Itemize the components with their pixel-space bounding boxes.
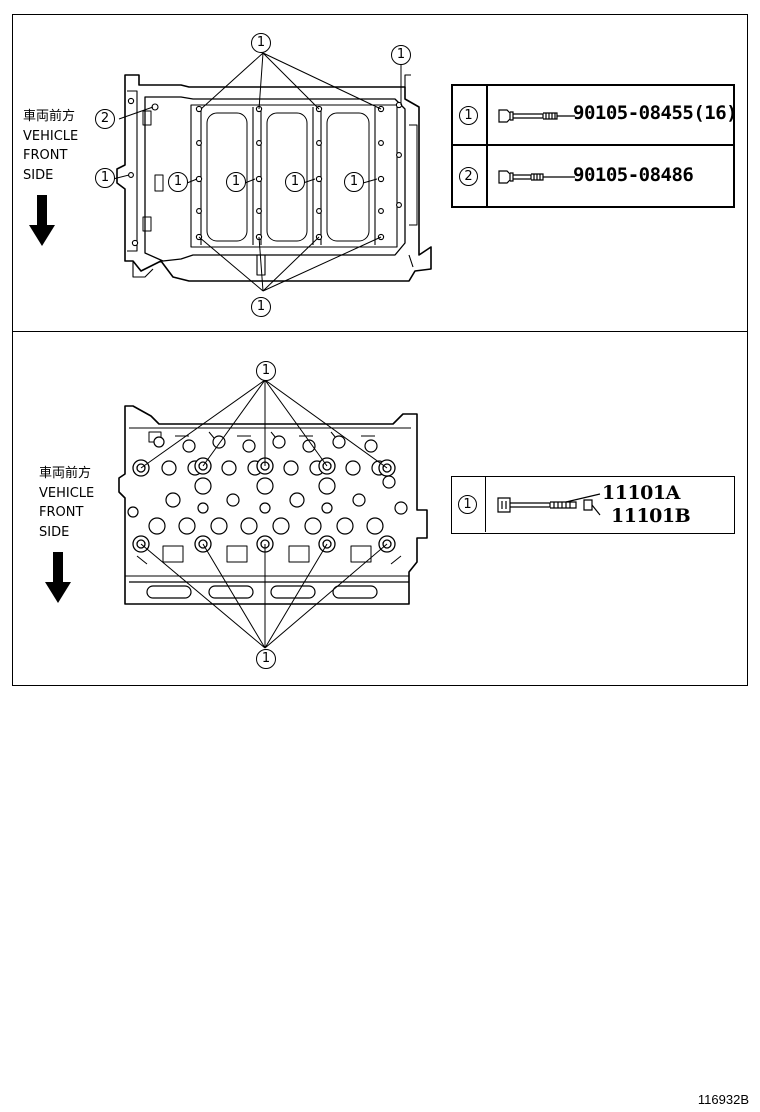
part-row: 1 11101A 11101B	[452, 477, 734, 532]
vehicle-front-side-label: 車両前方 VEHICLE FRONT SIDE	[39, 464, 94, 542]
part-row: 1 90105-08455(16)	[453, 86, 738, 146]
part-index-cell: 2	[453, 146, 488, 206]
part-number: 90105-08455(16)	[573, 102, 738, 124]
part-number: 90105-08486	[573, 164, 694, 186]
label-front: FRONT	[39, 505, 84, 520]
front-arrow-icon	[45, 552, 71, 603]
label-front: FRONT	[23, 148, 68, 163]
cylinder-head-drawing	[118, 379, 428, 649]
callout-marker: 1	[391, 45, 411, 65]
bottom-panel: 車両前方 VEHICLE FRONT SIDE	[12, 331, 748, 686]
callout-marker: 1	[251, 33, 271, 53]
callout-marker: 2	[95, 109, 115, 129]
label-side: SIDE	[39, 524, 70, 540]
part-index: 1	[459, 106, 478, 125]
part-number-a: 11101A	[602, 482, 680, 504]
part-index-cell: 1	[453, 86, 488, 144]
oil-pan-drawing	[112, 52, 432, 292]
front-arrow-icon	[29, 195, 55, 246]
callout-marker: 1	[256, 649, 276, 669]
part-index-cell: 1	[452, 477, 486, 532]
bolt-icon	[498, 109, 575, 123]
part-number-b: 11101B	[611, 505, 691, 527]
parts-table: 1 90105-08455(16) 2	[451, 84, 738, 208]
callout-marker: 1	[344, 172, 364, 192]
head-bolt-washer-icon	[497, 493, 601, 516]
part-index: 1	[458, 495, 477, 514]
vehicle-front-side-label: 車両前方 VEHICLE FRONT SIDE	[23, 107, 78, 185]
label-jp: 車両前方	[23, 109, 76, 124]
callout-marker: 1	[95, 168, 115, 188]
part-row: 2 90105-08486	[453, 146, 733, 206]
top-panel: 車両前方 VEHICLE FRONT SIDE	[12, 14, 748, 332]
callout-marker: 1	[251, 297, 271, 317]
label-jp: 車両前方	[39, 466, 92, 481]
label-side: SIDE	[23, 167, 54, 183]
label-vehicle: VEHICLE	[39, 485, 95, 501]
bolt-icon	[498, 170, 575, 184]
parts-table: 1 11101A 11101B	[451, 476, 735, 534]
callout-marker: 1	[168, 172, 188, 192]
callout-marker: 1	[256, 361, 276, 381]
callout-marker: 1	[226, 172, 246, 192]
illustration-code: 116932B	[697, 1092, 749, 1107]
label-vehicle: VEHICLE	[23, 128, 79, 144]
callout-marker: 1	[285, 172, 305, 192]
part-index: 2	[459, 167, 478, 186]
